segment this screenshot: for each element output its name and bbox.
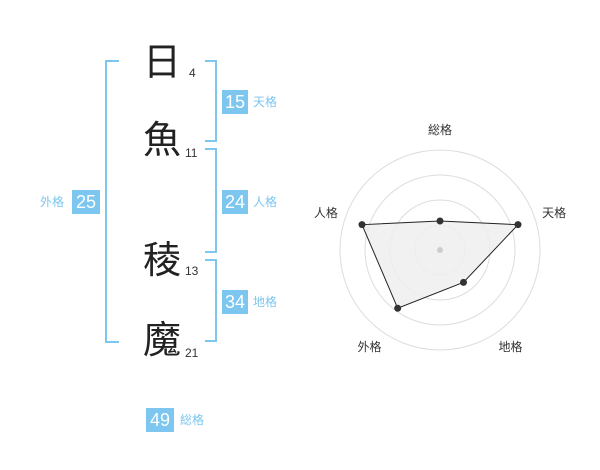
tenkaku-value: 15 bbox=[222, 90, 248, 114]
radar-point bbox=[514, 221, 522, 229]
radar-area bbox=[361, 220, 520, 309]
name-char-3: 稜 bbox=[143, 238, 182, 282]
name-char-1: 日 bbox=[143, 40, 182, 84]
radar-axis-label: 天格 bbox=[542, 205, 566, 220]
soukaku-value: 49 bbox=[146, 408, 174, 432]
radar-point bbox=[436, 217, 444, 225]
jinkaku-label: 人格 bbox=[253, 195, 278, 209]
radar-center-dot bbox=[437, 247, 443, 253]
stroke-count-1: 4 bbox=[189, 66, 196, 80]
radar-axis-label: 総格 bbox=[428, 122, 452, 137]
tenkaku-label: 天格 bbox=[253, 95, 278, 109]
stroke-count-3: 13 bbox=[185, 264, 199, 278]
radar-axis-label: 人格 bbox=[314, 205, 338, 220]
name-char-4: 魔 bbox=[143, 318, 182, 362]
radar-grid-ring bbox=[364, 174, 516, 326]
soukaku-label: 総格 bbox=[180, 413, 205, 427]
radar-point bbox=[460, 278, 468, 286]
radar-grid-ring bbox=[339, 149, 541, 351]
chikaku-value: 34 bbox=[222, 290, 248, 314]
jinkaku-bracket bbox=[205, 148, 217, 253]
gaikaku-value: 25 bbox=[72, 190, 100, 214]
tenkaku-bracket bbox=[205, 60, 217, 142]
radar-axis-label: 地格 bbox=[499, 339, 523, 354]
chikaku-bracket bbox=[205, 259, 217, 342]
stroke-count-2: 11 bbox=[185, 146, 198, 160]
gaikaku-label: 外格 bbox=[40, 195, 65, 209]
chikaku-label: 地格 bbox=[253, 295, 278, 309]
jinkaku-value: 24 bbox=[222, 190, 248, 214]
radar-axis-label: 外格 bbox=[357, 339, 381, 354]
stroke-count-4: 21 bbox=[185, 346, 199, 360]
name-char-2: 魚 bbox=[143, 118, 182, 162]
radar-point bbox=[394, 304, 402, 312]
gaikaku-bracket bbox=[105, 60, 119, 343]
radar-point bbox=[358, 221, 366, 229]
